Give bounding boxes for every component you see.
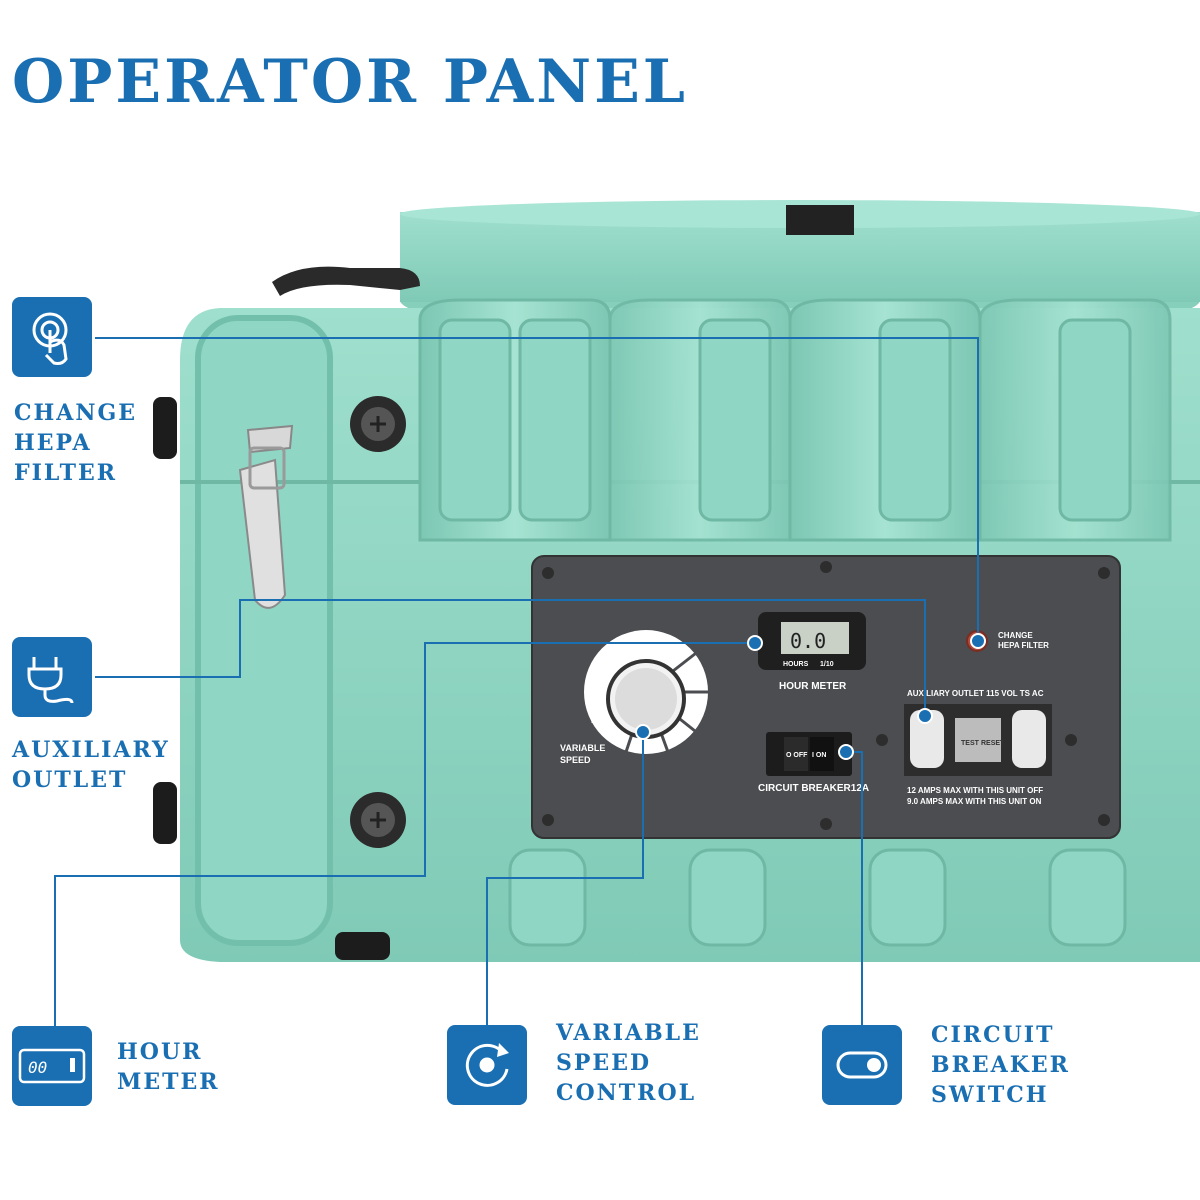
- svg-text:00: 00: [28, 1058, 47, 1077]
- breaker-off: O OFF: [786, 752, 808, 759]
- change-hepa-filter-label: CHANGE HEPA FILTER: [14, 400, 138, 486]
- hour-meter-display: 0.0: [790, 629, 826, 653]
- change-hepa-label-1: CHANGE: [998, 631, 1033, 640]
- auxiliary-outlet-label: AUXILIARY OUTLET: [12, 737, 170, 793]
- variable-speed-control-label: VARIABLE SPEED CONTROL: [556, 1020, 701, 1106]
- variable-speed-label-1: VARIABLE: [560, 743, 605, 753]
- hour-meter-hours: HOURS: [783, 661, 809, 668]
- variable-speed-label-2: SPEED: [560, 755, 591, 765]
- housing-screws: [350, 396, 406, 848]
- hour-meter-tenth: 1/10: [820, 661, 834, 668]
- hour-meter-label: HOUR METER: [779, 681, 847, 692]
- plug-icon: [12, 637, 92, 717]
- dial-max-label: MAX: [630, 645, 648, 654]
- rotate-icon: [447, 1025, 527, 1105]
- dial-min-label: MIN: [591, 716, 606, 725]
- breaker-label: CIRCUIT BREAKER12A: [758, 783, 869, 794]
- amps-line-2: 9.0 AMPS MAX WITH THIS UNIT ON: [907, 797, 1042, 806]
- hour-meter-icon: 00: [12, 1026, 92, 1106]
- main-housing: [180, 298, 1200, 962]
- change-hepa-label-2: HEPA FILTER: [998, 641, 1049, 650]
- circuit-breaker-switch-label: CIRCUIT BREAKER SWITCH: [931, 1022, 1070, 1108]
- amps-line-1: 12 AMPS MAX WITH THIS UNIT OFF: [907, 786, 1043, 795]
- toggle-icon: [822, 1025, 902, 1105]
- breaker-on: I ON: [812, 752, 826, 759]
- touch-icon: [12, 297, 92, 377]
- panel-labels: MAX OFF MIN VARIABLE SPEED 0.0 HOURS 1/1…: [560, 629, 1049, 806]
- bumpers: [153, 397, 390, 960]
- top-drum: [400, 200, 1200, 340]
- page-title: OPERATOR PANEL: [12, 47, 688, 117]
- control-panel: [531, 555, 1121, 839]
- gfci-reset: RESET: [981, 740, 1005, 747]
- dial-off-label: OFF: [604, 660, 620, 669]
- gfci-test: TEST: [961, 740, 980, 747]
- hour-meter-label: HOUR METER: [117, 1039, 220, 1095]
- carry-handle: [272, 266, 420, 296]
- latch: [238, 424, 294, 609]
- aux-outlet-label: AUXILIARY OUTLET 115 VOL TS AC: [907, 689, 1044, 698]
